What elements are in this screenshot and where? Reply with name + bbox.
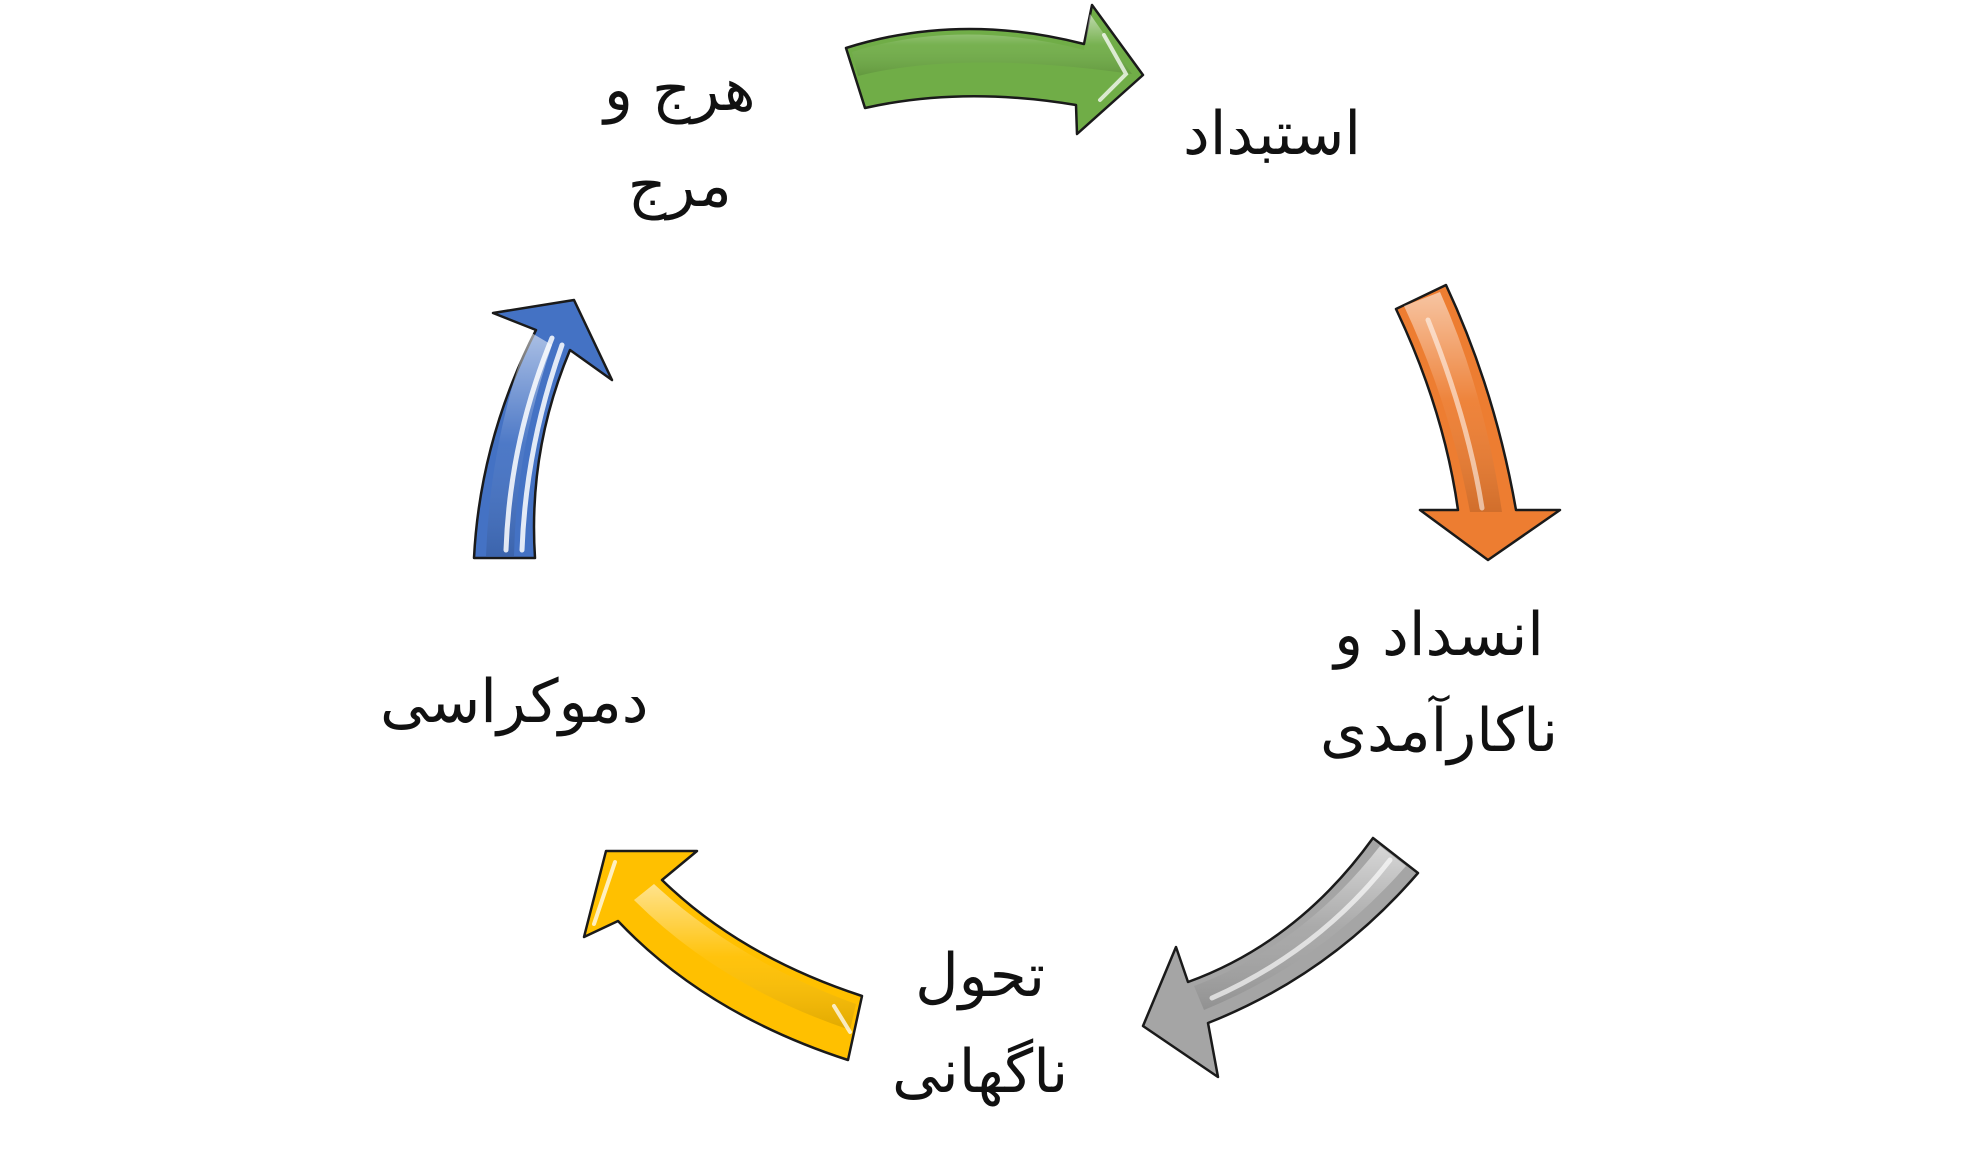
node-harjomarj-line-2: مرج [627,151,732,221]
arrow-harjomarj-to-estebdad [844,3,1145,136]
node-harjomarj: هرج و مرج [604,42,756,234]
arrow-demokrasi-to-harjomarj [472,298,614,560]
arrow-ensedad-to-tahavol [1141,836,1420,1079]
node-ensedad: انسداد و ناکارآمدی [1320,587,1558,779]
node-ensedad-line-1: انسداد و [1334,600,1544,670]
node-tahavol: تحول ناگهانی [892,928,1068,1120]
node-harjomarj-line-1: هرج و [604,55,756,125]
node-estebdad: استبداد [1183,86,1361,182]
node-tahavol-line-2: ناگهانی [892,1037,1069,1107]
node-demokrasi-line-1: دموکراسی [380,667,649,737]
node-ensedad-line-2: ناکارآمدی [1320,696,1559,766]
node-demokrasi: دموکراسی [380,654,648,750]
node-estebdad-line-1: استبداد [1183,99,1362,169]
arrow-tahavol-to-demokrasi [582,849,864,1062]
arrow-estebdad-to-ensedad [1394,283,1562,562]
node-tahavol-line-1: تحول [915,941,1046,1011]
